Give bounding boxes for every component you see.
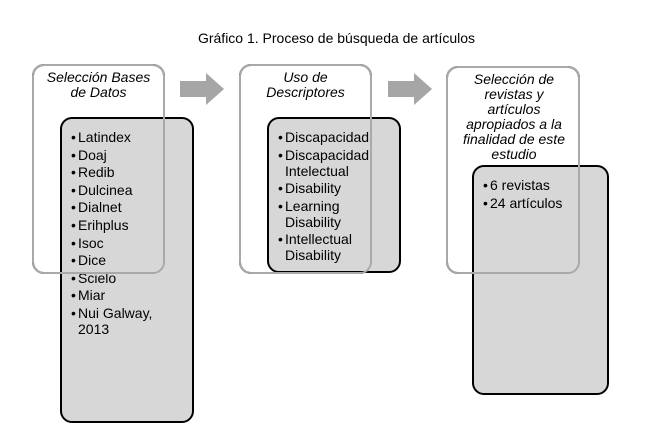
- list-item-label: Redib: [78, 164, 115, 181]
- step-3-heading: Selección de revistas y artículos apropi…: [463, 71, 565, 162]
- list-item-label: Dialnet: [78, 199, 122, 216]
- list-item: •Discapacidad: [278, 129, 389, 145]
- list-item-label: Latindex: [78, 129, 131, 145]
- bullet-icon: •: [71, 269, 76, 286]
- list-item: •Isoc: [71, 235, 182, 251]
- list-item: •Dialnet: [71, 199, 182, 215]
- list-item-label: 6 revistas: [490, 177, 550, 193]
- list-item: •6 revistas: [483, 177, 597, 193]
- list-item: •Miar: [71, 287, 182, 303]
- list-item: •Dice: [71, 252, 182, 268]
- bullet-icon: •: [483, 177, 488, 193]
- step-1-list: •Latindex•Doaj•Redib•Dulcinea•Dialnet•Er…: [71, 129, 182, 337]
- step-1-heading: Selección Bases de Datos: [46, 69, 151, 100]
- list-item: •Discapacidad Intelectual: [278, 147, 389, 179]
- list-item-label: 24 artículos: [490, 194, 563, 211]
- list-item: •Latindex: [71, 129, 182, 145]
- list-item-label: Intellectual Disability: [285, 231, 352, 264]
- list-item: •Scielo: [71, 270, 182, 286]
- bullet-icon: •: [71, 287, 76, 304]
- step-2-list: •Discapacidad•Discapacidad Intelectual•D…: [278, 129, 389, 263]
- bullet-icon: •: [71, 181, 76, 198]
- list-item-label: Discapacidad: [285, 129, 370, 145]
- list-item-label: Doaj: [78, 146, 107, 163]
- list-item-label: Discapacidad Intelectual: [285, 146, 370, 179]
- list-item: •Nui Galway, 2013: [71, 305, 182, 337]
- list-item: •Disability: [278, 180, 389, 196]
- bullet-icon: •: [483, 194, 488, 211]
- bullet-icon: •: [71, 252, 76, 269]
- bullet-icon: •: [278, 180, 283, 197]
- bullet-icon: •: [71, 234, 76, 251]
- bullet-icon: •: [278, 231, 283, 248]
- list-item-label: Scielo: [78, 269, 117, 286]
- bullet-icon: •: [71, 164, 76, 181]
- step-2-list-box: •Discapacidad•Discapacidad Intelectual•D…: [267, 117, 401, 273]
- bullet-icon: •: [278, 197, 283, 214]
- list-item: •Redib: [71, 164, 182, 180]
- step-1-list-box: •Latindex•Doaj•Redib•Dulcinea•Dialnet•Er…: [60, 117, 194, 423]
- step-3-list: •6 revistas•24 artículos: [483, 177, 597, 211]
- list-item-label: Dulcinea: [78, 181, 133, 198]
- bullet-icon: •: [71, 216, 76, 233]
- bullet-icon: •: [71, 304, 76, 321]
- list-item: •Intellectual Disability: [278, 231, 389, 263]
- list-item: •Dulcinea: [71, 182, 182, 198]
- list-item-label: Nui Galway, 2013: [78, 304, 153, 337]
- list-item-label: Erihplus: [78, 216, 129, 233]
- right-arrow-icon: [388, 73, 432, 105]
- list-item-label: Dice: [78, 252, 107, 269]
- list-item-label: Learning Disability: [285, 197, 342, 230]
- bullet-icon: •: [71, 146, 76, 163]
- list-item: •Learning Disability: [278, 198, 389, 230]
- list-item: •Erihplus: [71, 217, 182, 233]
- list-item-label: Disability: [285, 180, 342, 197]
- step-3-list-box: •6 revistas•24 artículos: [472, 165, 609, 395]
- list-item-label: Miar: [78, 287, 106, 304]
- list-item: •Doaj: [71, 147, 182, 163]
- bullet-icon: •: [278, 146, 283, 163]
- diagram-title: Gráfico 1. Proceso de búsqueda de artícu…: [197, 30, 476, 46]
- list-item: •24 artículos: [483, 195, 597, 211]
- step-2-heading: Uso de Descriptores: [266, 69, 345, 100]
- right-arrow-icon: [180, 73, 224, 105]
- bullet-icon: •: [71, 199, 76, 216]
- bullet-icon: •: [278, 129, 283, 145]
- bullet-icon: •: [71, 129, 76, 145]
- list-item-label: Isoc: [78, 234, 104, 251]
